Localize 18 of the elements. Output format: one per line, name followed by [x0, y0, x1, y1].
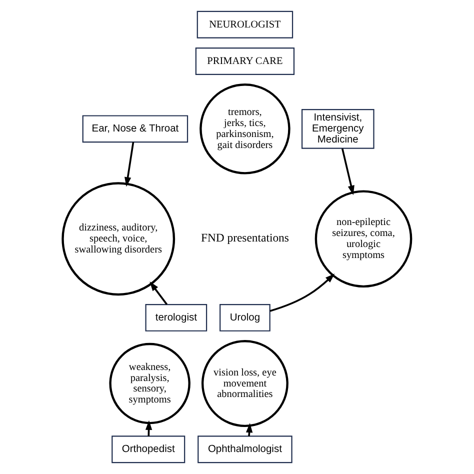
- node-circle: vision loss, eye movement abnormalities: [201, 340, 288, 428]
- node-box: Orthopedist: [112, 436, 186, 464]
- node-box: Ear, Nose & Throat: [82, 115, 188, 143]
- arrow: [270, 274, 335, 312]
- node-circle: dizziness, auditory, speech, voice, swallowing disorders: [62, 182, 176, 296]
- label: FND presentations: [200, 232, 289, 245]
- node-circle: weakness, paralysis, sensory, symptoms: [109, 342, 190, 424]
- node-circle: tremors, jerks, tics, parkinsonism, gait disorders: [200, 84, 290, 174]
- node-box: Intensivist, Emergency Medicine: [301, 108, 374, 149]
- arrow: [124, 142, 134, 187]
- node-circle: non-epileptic seizures, coma, urologic symptoms: [314, 190, 412, 288]
- node-box: Urolog: [220, 304, 270, 332]
- node-box: PRIMARY CARE: [195, 48, 295, 75]
- node-box: Ophthalmologist: [198, 436, 292, 464]
- arrow: [341, 148, 354, 196]
- node-box: terologist: [145, 304, 208, 332]
- arrow: [150, 281, 168, 305]
- node-box: NEUROLOGIST: [196, 10, 294, 38]
